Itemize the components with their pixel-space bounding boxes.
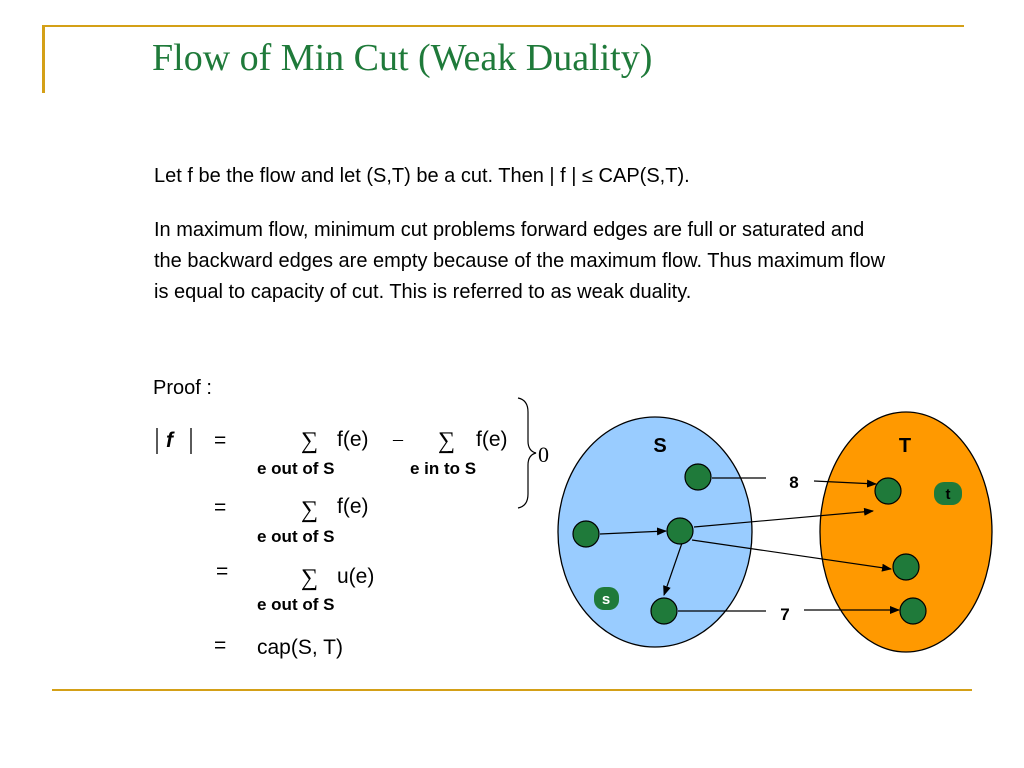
- abs-f: f: [166, 429, 175, 452]
- source-node: [594, 587, 619, 610]
- brace-value: 0: [538, 442, 549, 467]
- node-s-left: [572, 520, 600, 548]
- node-s-top: [684, 463, 712, 491]
- edge-label-7: 7: [780, 605, 789, 624]
- equals-3: =: [216, 560, 228, 583]
- sum-symbol-2: ∑: [438, 428, 455, 454]
- frame-top-rule: [42, 25, 964, 27]
- subscript-out-2: e out of S: [257, 527, 334, 546]
- term-f-3: f(e): [337, 495, 369, 518]
- subscript-out-3: e out of S: [257, 595, 334, 614]
- explanation-text: In maximum flow, minimum cut problems fo…: [154, 219, 886, 303]
- sum-symbol-1: ∑: [301, 428, 318, 454]
- node-s-mid: [666, 517, 694, 545]
- node-t-top: [874, 477, 902, 505]
- edge-mid-to-bottom: [663, 542, 683, 596]
- node-t-bottom: [899, 597, 927, 625]
- cut-diagram: S T 8 7 s t: [557, 411, 993, 653]
- frame-bottom-rule: [52, 689, 972, 691]
- set-s-label: S: [653, 435, 666, 457]
- node-s-bottom: [650, 597, 678, 625]
- source-label: s: [602, 591, 610, 608]
- edge-mid-to-t2: [691, 539, 892, 572]
- right-brace: [517, 397, 537, 509]
- proof-equation: f = ∑ f(e) e out of S – ∑ f(e) e in to S…: [156, 397, 549, 659]
- frame-left-rule: [42, 25, 45, 93]
- set-t-label: T: [899, 435, 911, 457]
- equals-4: =: [214, 634, 226, 657]
- edge-left-to-mid: [599, 527, 667, 536]
- sum-symbol-3: ∑: [301, 497, 318, 523]
- edge-mid-to-t1: [693, 507, 874, 528]
- equals-1: =: [214, 429, 226, 452]
- slide-title: Flow of Min Cut (Weak Duality): [152, 37, 653, 79]
- term-f-1: f(e): [337, 428, 369, 451]
- minus-sign: –: [392, 428, 404, 450]
- term-u: u(e): [337, 565, 374, 588]
- subscript-in: e in to S: [410, 459, 476, 478]
- final-cap: cap(S, T): [257, 636, 343, 659]
- set-t-region: [819, 411, 993, 653]
- edge-label-8: 8: [789, 473, 798, 492]
- sink-node: [934, 482, 962, 505]
- proof-label: Proof :: [153, 377, 212, 399]
- subscript-out-1: e out of S: [257, 459, 334, 478]
- sink-label: t: [946, 486, 951, 503]
- term-f-2: f(e): [476, 428, 508, 451]
- equals-2: =: [214, 496, 226, 519]
- statement-text: Let f be the flow and let (S,T) be a cut…: [154, 165, 690, 187]
- edge-cap8-to-t: [813, 479, 877, 488]
- sum-symbol-4: ∑: [301, 565, 318, 591]
- node-t-mid: [892, 553, 920, 581]
